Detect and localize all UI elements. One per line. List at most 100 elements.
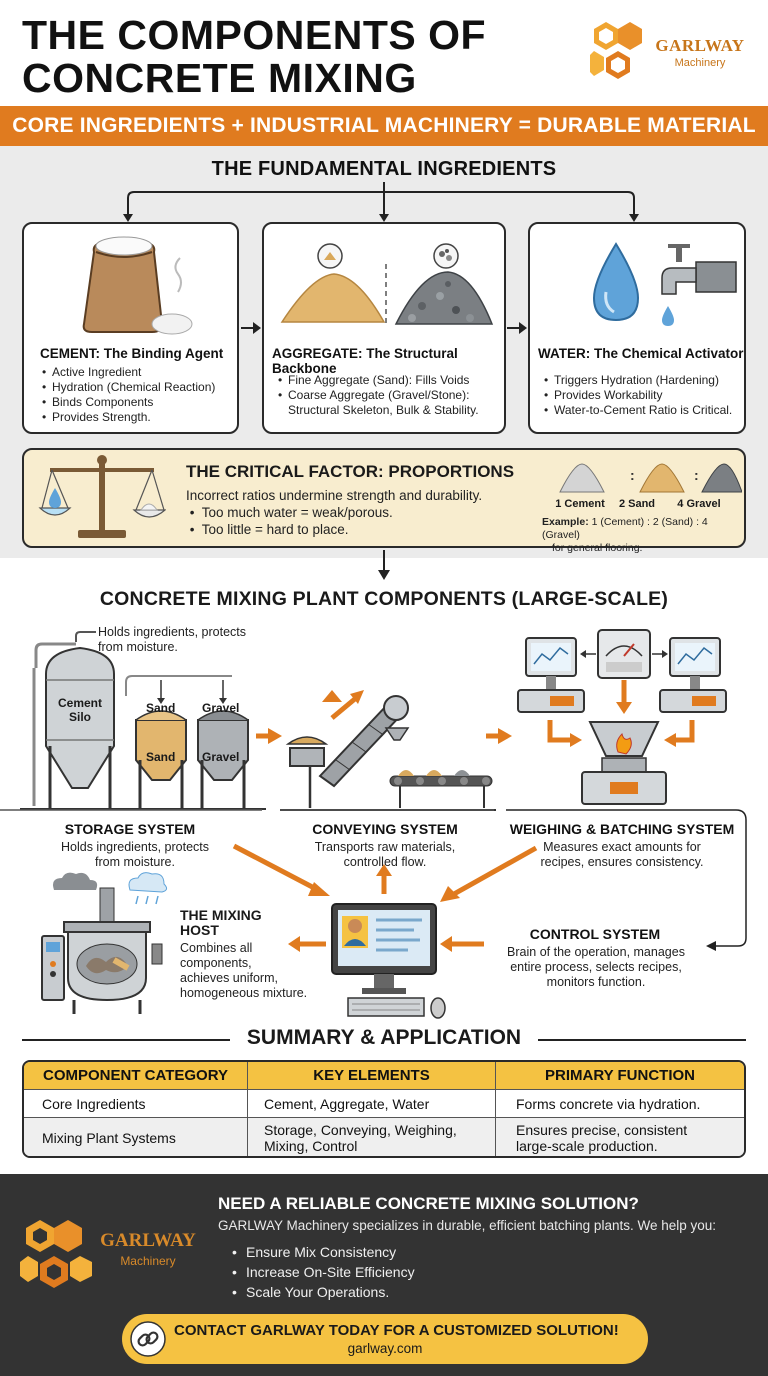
mixing-text: Combines all components, achieves unifor… [180, 941, 308, 1000]
proportions-bullet: • Too little = hard to place. [186, 522, 349, 537]
storage-silos-icon [20, 631, 266, 810]
cement-card: CEMENT: The Binding Agent Active Ingredi… [22, 222, 239, 434]
arrow-right-icon [507, 322, 527, 334]
mixing-title: THE MIXING HOST [180, 907, 262, 938]
footer-benefits-list: Ensure Mix Consistency Increase On-Site … [232, 1242, 415, 1302]
link-icon [130, 1321, 166, 1357]
list-item: Binds Components [40, 395, 235, 410]
column-header: KEY ELEMENTS [248, 1062, 496, 1089]
gravel-bin-top-label: Gravel [202, 701, 240, 715]
svg-text::: : [694, 467, 699, 483]
sand-bin-top-label: Sand [146, 701, 176, 715]
logo-subtitle: Machinery [674, 57, 726, 69]
conveyor-icon [280, 690, 496, 811]
proportions-title: THE CRITICAL FACTOR: PROPORTIONS [186, 462, 515, 481]
storage-text: Holds ingredients, protects from moistur… [61, 840, 209, 869]
tagline-banner: CORE INGREDIENTS + INDUSTRIAL MACHINERY … [0, 106, 768, 146]
arrow-down-icon [378, 550, 390, 580]
ratio-label-cement: 1 Cement [555, 498, 605, 510]
svg-text::: : [630, 467, 635, 483]
ratio-label-sand: 2 Sand [618, 498, 656, 510]
flow-arrows [0, 728, 747, 952]
ratio-example: Example: 1 (Cement) : 2 (Sand) : 4 (Grav… [542, 516, 742, 555]
list-item: Hydration (Chemical Reaction) [40, 380, 235, 395]
section-heading: THE FUNDAMENTAL INGREDIENTS [211, 158, 557, 180]
header [0, 0, 768, 104]
list-item: Triggers Hydration (Hardening) [542, 373, 742, 388]
table-row: Core Ingredients Cement, Aggregate, Wate… [24, 1090, 744, 1118]
storage-callout: Holds ingredients, protects from moistur… [98, 625, 246, 654]
example-text-2: for general flooring. [552, 542, 643, 554]
list-item: Provides Workability [542, 388, 742, 403]
table-cell: Ensures precise, consistent large-scale … [516, 1122, 688, 1154]
cement-list: Active Ingredient Hydration (Chemical Re… [40, 365, 235, 425]
table-cell: Storage, Conveying, Weighing, Mixing, Co… [248, 1118, 496, 1156]
list-item: Increase On-Site Efficiency [232, 1262, 415, 1282]
table-cell: Forms concrete via hydration. [516, 1095, 701, 1112]
contact-cta-button[interactable]: CONTACT GARLWAY TODAY FOR A CUSTOMIZED S… [122, 1314, 648, 1364]
control-computer-icon [331, 903, 446, 1019]
plant-heading: CONCRETE MIXING PLANT COMPONENTS (LARGE-… [99, 588, 669, 610]
hexagon-logo-icon [20, 1220, 92, 1288]
sand-bin-label: Sand [146, 750, 176, 764]
ratio-piles-icon: : : [559, 463, 742, 493]
weighing-scales-icon [517, 629, 727, 805]
example-label: Example: [542, 516, 589, 528]
weighing-text: Measures exact amounts for recipes, ensu… [540, 840, 704, 869]
aggregate-list: Fine Aggregate (Sand): Fills Voids Coars… [276, 373, 501, 418]
title-line-1: THE COMPONENTS OF [22, 12, 487, 58]
footer-title: NEED A RELIABLE CONCRETE MIXING SOLUTION… [218, 1194, 639, 1213]
water-list: Triggers Hydration (Hardening) Provides … [542, 373, 742, 418]
proportions-text: Incorrect ratios undermine strength and … [186, 487, 482, 538]
table-cell: Cement, Aggregate, Water [248, 1090, 496, 1117]
list-item: Fine Aggregate (Sand): Fills Voids [276, 373, 501, 388]
gravel-bin-label: Gravel [202, 750, 240, 764]
water-title: WATER: The Chemical Activator [538, 346, 744, 361]
example-text: 1 (Cement) : 2 (Sand) : 4 (Gravel) [542, 516, 708, 541]
table-cell: Mixing Plant Systems [24, 1118, 248, 1156]
cement-bag-icon [82, 236, 193, 335]
garlway-logo[interactable]: GARLWAY Machinery [588, 20, 750, 82]
proportions-line: Incorrect ratios undermine strength and … [186, 488, 483, 503]
page-title: THE COMPONENTS OF CONCRETE MIXING [22, 14, 582, 100]
proportions-bullet: • Too much water = weak/porous. [186, 505, 393, 520]
list-item: Scale Your Operations. [232, 1282, 415, 1302]
silo-label: Cement Silo [57, 696, 102, 724]
cta-label: CONTACT GARLWAY TODAY FOR A CUSTOMIZED S… [174, 1322, 619, 1339]
table-header-row: COMPONENT CATEGORY KEY ELEMENTS PRIMARY … [24, 1062, 744, 1090]
bullet-text: Too much water = weak/porous. [201, 505, 393, 520]
aggregate-title: AGGREGATE: The Structural Backbone [272, 346, 458, 376]
proportions-box: THE CRITICAL FACTOR: PROPORTIONS Incorre… [22, 448, 746, 554]
aggregate-piles-icon [280, 243, 494, 326]
cement-title: CEMENT: The Binding Agent [40, 346, 224, 361]
footer-logo-sub: Machinery [120, 1254, 176, 1268]
footer-text: GARLWAY Machinery specializes in durable… [218, 1218, 717, 1233]
balance-scale-icon [38, 455, 166, 538]
summary-table: COMPONENT CATEGORY KEY ELEMENTS PRIMARY … [22, 1060, 746, 1158]
conveying-text: Transports raw materials, controlled flo… [314, 840, 456, 869]
storage-title: STORAGE SYSTEM [64, 821, 196, 837]
column-header: PRIMARY FUNCTION [496, 1062, 744, 1089]
table-cell: Core Ingredients [24, 1090, 248, 1117]
aggregate-card: AGGREGATE: The Structural Backbone Fine … [262, 222, 506, 434]
footer-logo-name: GARLWAY [100, 1230, 196, 1251]
branch-arrows [123, 182, 639, 222]
list-item: Coarse Aggregate (Gravel/Stone): Structu… [276, 388, 501, 418]
list-item: Active Ingredient [40, 365, 235, 380]
summary-heading: SUMMARY & APPLICATION [246, 1026, 522, 1049]
control-title: CONTROL SYSTEM [529, 926, 661, 942]
column-header: COMPONENT CATEGORY [24, 1062, 248, 1089]
list-item: Provides Strength. [40, 410, 235, 425]
weighing-title: WEIGHING & BATCHING SYSTEM [509, 821, 735, 837]
title-line-2: CONCRETE MIXING [22, 55, 417, 101]
list-item: Ensure Mix Consistency [232, 1242, 415, 1262]
list-item: Water-to-Cement Ratio is Critical. [542, 403, 742, 418]
ratio-label-gravel: 4 Gravel [677, 498, 721, 510]
water-card: WATER: The Chemical Activator Triggers H… [528, 222, 746, 434]
bullet-text: Too little = hard to place. [201, 522, 349, 537]
arrow-right-icon [241, 322, 261, 334]
table-row: Mixing Plant Systems Storage, Conveying,… [24, 1118, 744, 1156]
conveying-title: CONVEYING SYSTEM [312, 821, 458, 837]
control-text: Brain of the operation, manages entire p… [507, 945, 685, 989]
cta-url[interactable]: garlway.com [347, 1341, 423, 1356]
